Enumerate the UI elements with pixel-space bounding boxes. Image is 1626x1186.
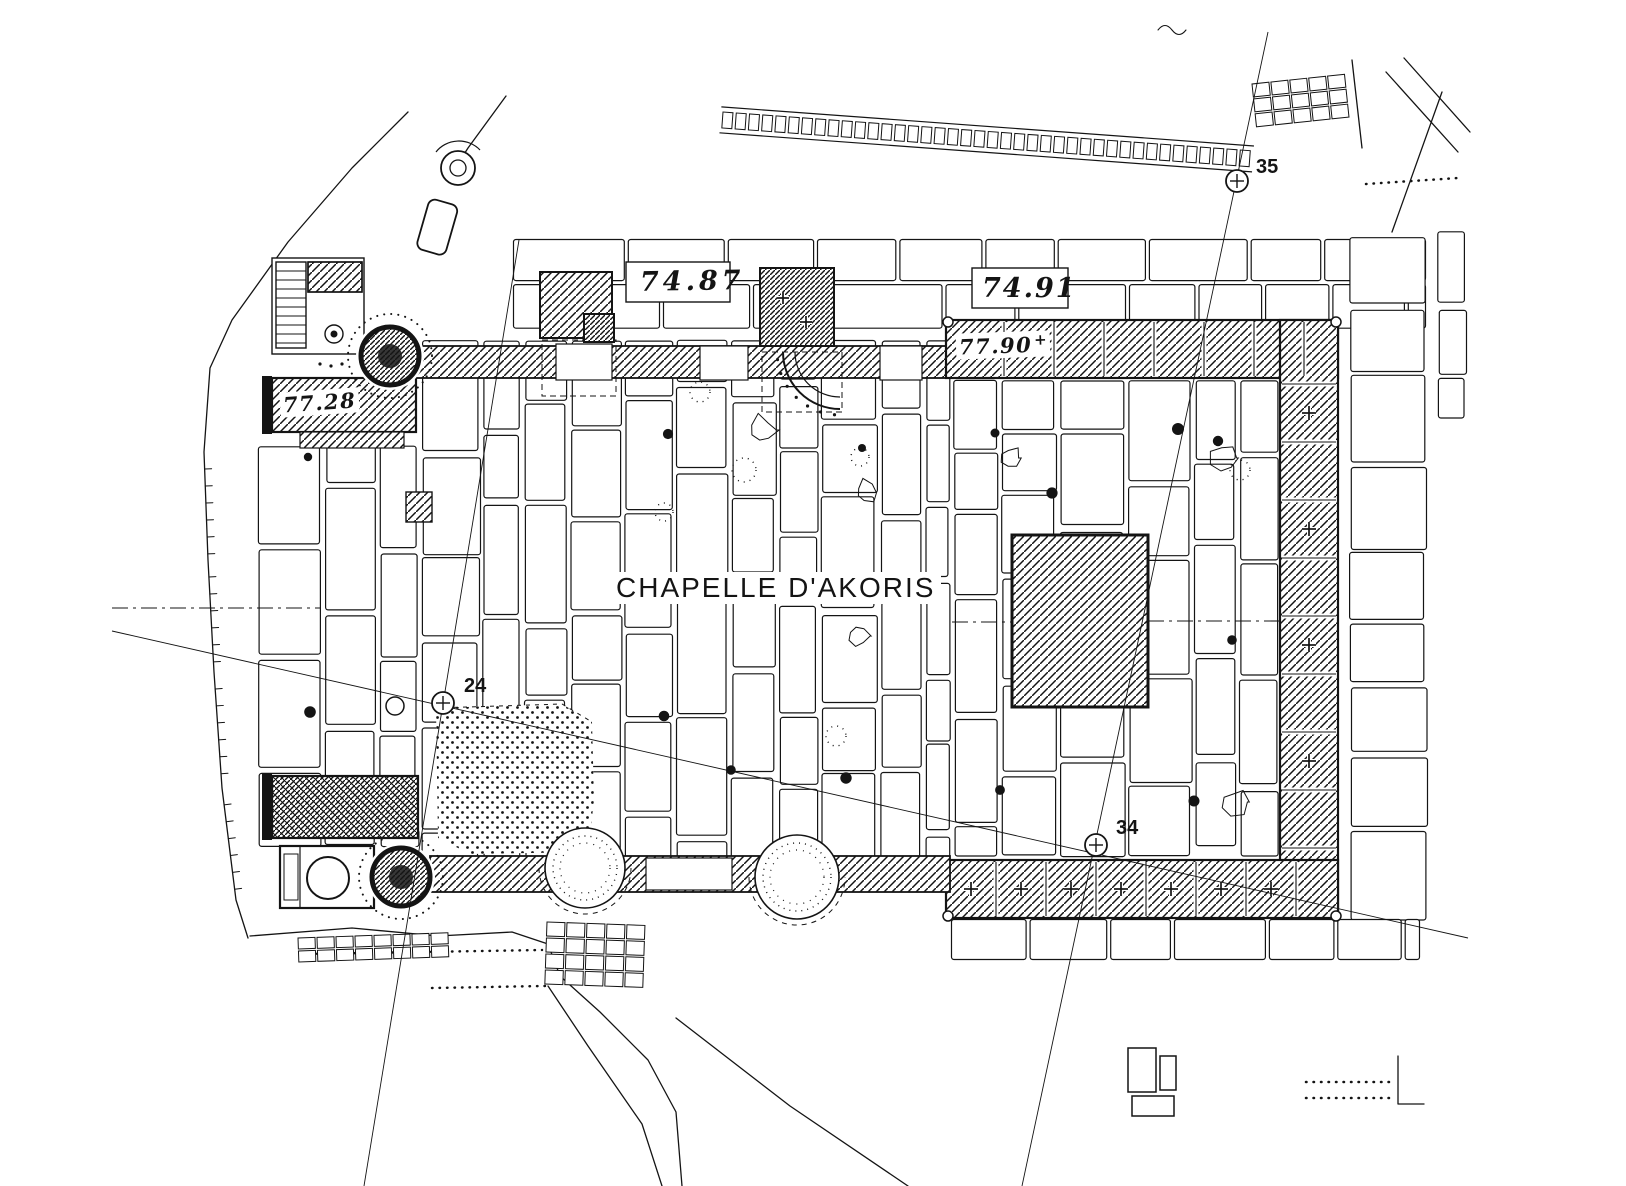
- floor-details: [303, 381, 1251, 817]
- column-bases: [347, 313, 846, 926]
- northwest-structure: [271, 257, 365, 368]
- structures: [262, 261, 1342, 922]
- survey-markers: [431, 169, 1249, 857]
- mudbrick-strip-southwest: [297, 932, 450, 963]
- mudbrick-cluster: [1251, 73, 1350, 128]
- mudbrick-band: [719, 106, 1254, 173]
- well-feature: [416, 140, 481, 256]
- sand-dotted-area: [435, 703, 594, 854]
- axis-lines: [112, 607, 1280, 623]
- stone-paving: [257, 231, 1468, 961]
- southeast-structure: [1127, 1047, 1177, 1117]
- mudbrick-block-south: [544, 921, 646, 988]
- curved-feature: [775, 351, 841, 417]
